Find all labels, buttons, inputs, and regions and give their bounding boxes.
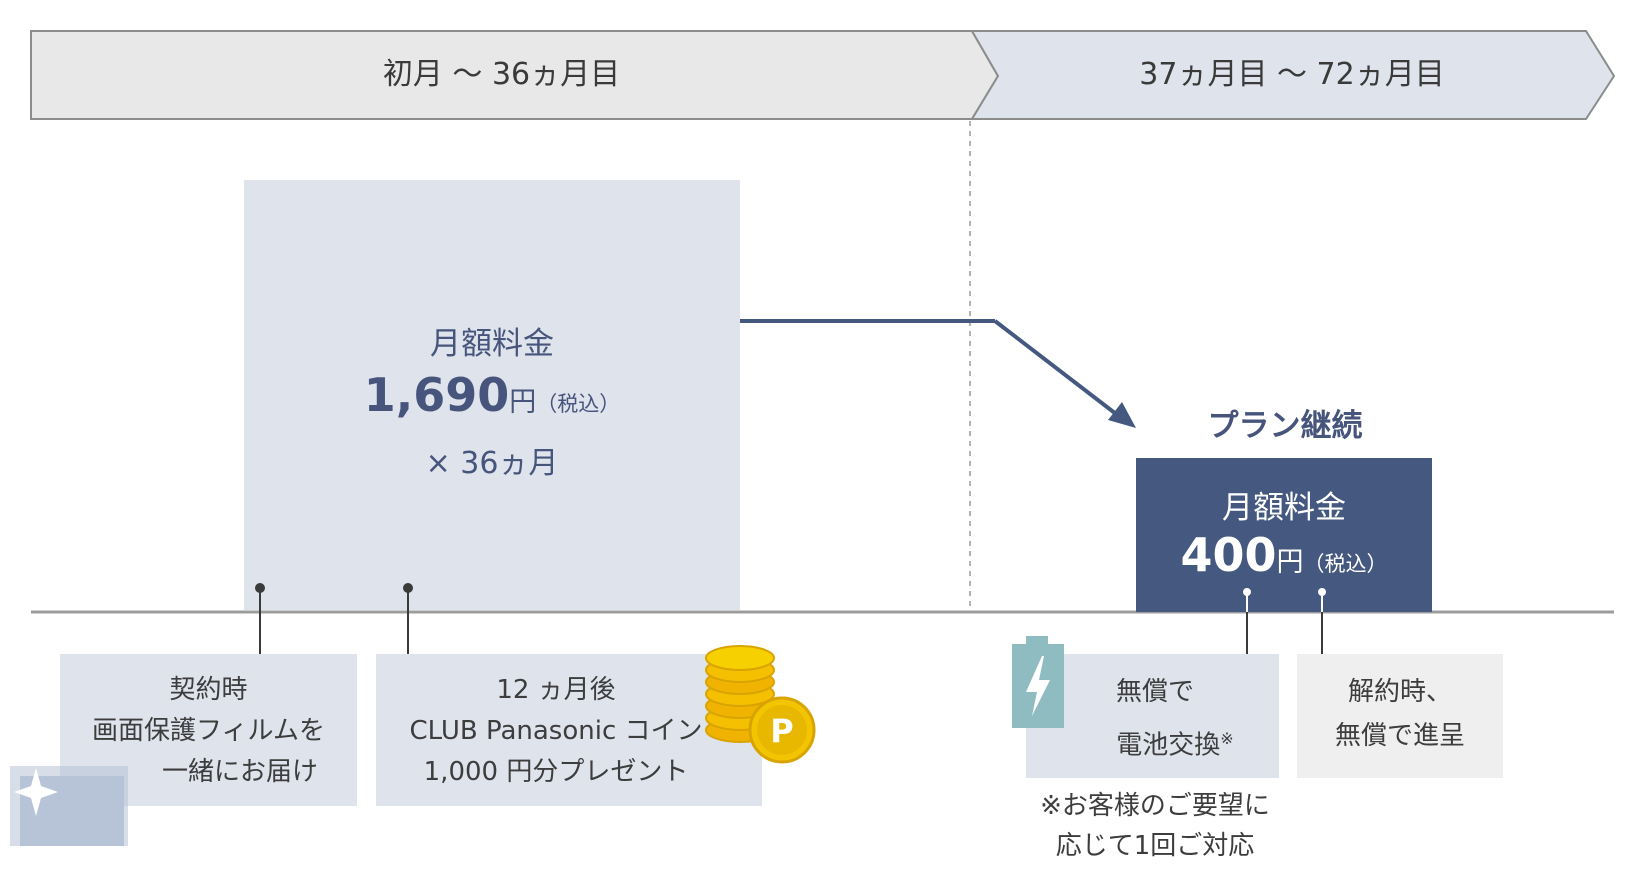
continued-plan-title: 月額料金 — [1222, 490, 1346, 526]
continued-plan-price-line: 400円（税込） — [1136, 528, 1432, 582]
initial-plan-title: 月額料金 — [430, 326, 554, 362]
battery-charge-icon — [1012, 636, 1064, 728]
benefit-contract-line2: 画面保護フィルムを — [92, 716, 325, 746]
benefit-coin-line3: 1,000 円分プレゼント — [423, 757, 689, 787]
benefit-battery-line1: 無償で — [1115, 677, 1194, 707]
initial-plan-months: × 36ヵ月 — [425, 446, 559, 481]
benefit-contract-line1: 契約時 — [169, 675, 248, 705]
benefit-battery-mark: ※ — [1220, 729, 1234, 748]
initial-plan-price-line: 1,690円（税込） — [244, 368, 740, 422]
benefit-cancel-line1: 解約時、 — [1347, 677, 1452, 707]
sparkle-film-icon — [10, 766, 128, 846]
benefit-coin-box — [376, 654, 762, 806]
benefit-battery-line2: 電池交換 — [1116, 730, 1221, 761]
initial-plan-unit: 円 — [509, 387, 537, 418]
continued-plan-box — [1136, 458, 1432, 612]
benefit-coin-line1: 12 ヵ月後 — [496, 675, 616, 705]
continued-plan-price: 400 — [1180, 528, 1277, 582]
gold-coin-stack-icon: P — [705, 645, 816, 764]
footnote-line2: 応じて1回ご対応 — [1055, 831, 1255, 861]
benefit-cancel-box — [1297, 654, 1503, 778]
phase1-label: 初月 〜 36ヵ月目 — [382, 57, 621, 92]
benefit-battery-box — [1026, 654, 1279, 778]
pin-dot-contract — [255, 583, 265, 593]
initial-plan-tax: （税込） — [536, 392, 621, 416]
continued-plan-unit: 円 — [1276, 547, 1304, 578]
svg-text:P: P — [770, 712, 793, 750]
phase2-label: 37ヵ月目 〜 72ヵ月目 — [1139, 57, 1445, 92]
benefit-coin-line2: CLUB Panasonic コイン — [409, 716, 703, 746]
transition-diagonal — [993, 319, 1122, 419]
continued-plan-label: プラン継続 — [1207, 408, 1363, 444]
benefit-cancel-line2: 無償で進呈 — [1334, 721, 1465, 751]
footnote-line1: ※お客様のご要望に — [1040, 791, 1270, 821]
phase2-band — [970, 30, 1616, 120]
continued-plan-tax: （税込） — [1303, 552, 1388, 576]
benefit-contract-line3: 一緒にお届け — [161, 757, 318, 787]
benefit-battery-line2-wrap: 電池交換※ — [1080, 718, 1270, 767]
arrow-head-icon — [1108, 402, 1136, 428]
initial-plan-box — [244, 180, 740, 610]
initial-plan-price: 1,690 — [363, 368, 510, 422]
pin-dot-coin — [403, 583, 413, 593]
